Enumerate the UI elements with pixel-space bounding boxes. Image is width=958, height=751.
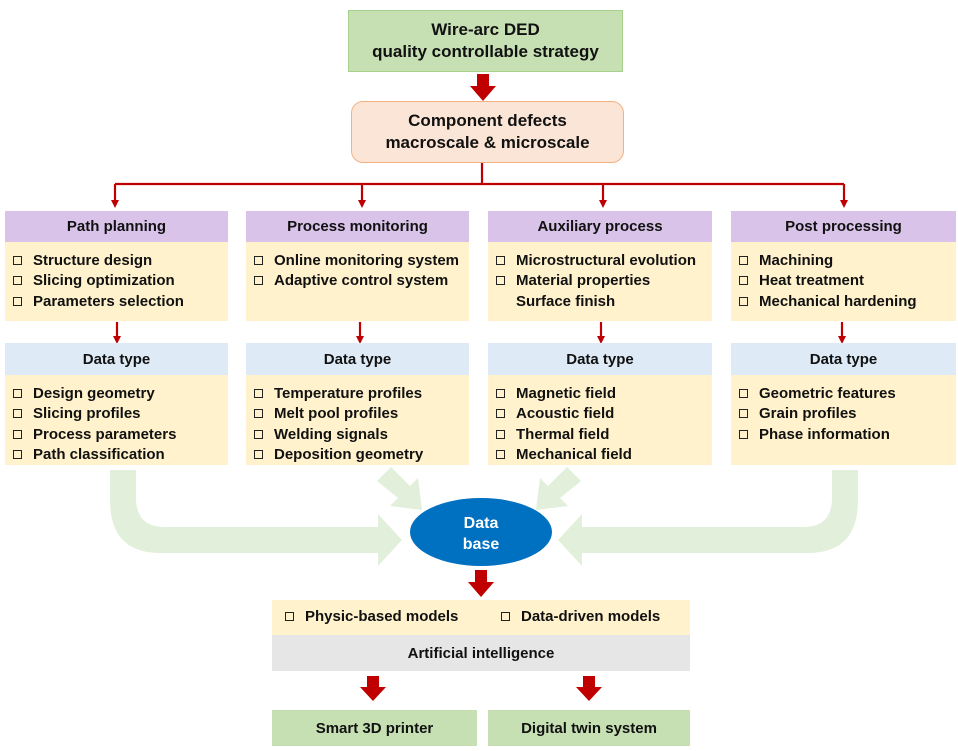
database-ellipse xyxy=(410,498,552,566)
checkbox-icon xyxy=(254,388,263,398)
data-driven-models-item: Data-driven models xyxy=(501,608,660,625)
green-arrow-left xyxy=(110,470,402,566)
category-path-planning: Path planning xyxy=(5,211,228,242)
list-item: Parameters selection xyxy=(13,291,228,312)
checkbox-icon xyxy=(13,255,22,265)
list-item: Grain profiles xyxy=(739,404,956,425)
checkbox-icon xyxy=(13,388,22,398)
checkbox-icon xyxy=(739,388,748,398)
checkbox-icon xyxy=(285,612,294,621)
list-item: Mechanical hardening xyxy=(739,291,956,312)
defects-line1: Component defects xyxy=(408,111,567,130)
red-arrow-title-to-defects xyxy=(470,74,496,101)
checkbox-icon xyxy=(496,409,505,419)
checkbox-icon xyxy=(254,276,263,286)
checkbox-icon xyxy=(739,255,748,265)
checkbox-icon xyxy=(496,429,505,439)
checkbox-icon xyxy=(501,612,510,621)
list-item: Process parameters xyxy=(13,424,228,445)
list-item: Temperature profiles xyxy=(254,383,469,404)
checkbox-icon xyxy=(739,429,748,439)
red-arrow-to-printer xyxy=(360,676,386,701)
data-type-header-auxiliary-process: Data type xyxy=(488,343,712,375)
checkbox-icon xyxy=(13,429,22,439)
red-arrow-to-twin xyxy=(576,676,602,701)
checkbox-icon xyxy=(254,409,263,419)
checkbox-icon xyxy=(496,450,505,460)
checkbox-icon xyxy=(739,276,748,286)
checkbox-icon xyxy=(496,255,505,265)
digital-twin-box: Digital twin system xyxy=(488,710,690,746)
database-label-line2: base xyxy=(463,536,500,553)
red-arrow-database-to-models xyxy=(468,570,494,597)
checkbox-icon xyxy=(254,429,263,439)
title-line2: quality controllable strategy xyxy=(372,42,599,61)
category-process-monitoring: Process monitoring xyxy=(246,211,469,242)
list-item: Machining xyxy=(739,250,956,271)
title-line1: Wire-arc DED xyxy=(431,20,540,39)
models-box: Physic-based models Data-driven models xyxy=(272,600,690,635)
category-auxiliary-process: Auxiliary process xyxy=(488,211,712,242)
title-box: Wire-arc DED quality controllable strate… xyxy=(348,10,623,72)
green-flow-arrows xyxy=(110,467,858,566)
green-arrow-right xyxy=(558,470,858,566)
process-monitoring-data-items: Temperature profiles Melt pool profiles … xyxy=(246,375,469,465)
data-type-header-process-monitoring: Data type xyxy=(246,343,469,375)
defects-line2: macroscale & microscale xyxy=(385,133,590,152)
list-item: Adaptive control system xyxy=(254,271,469,292)
list-item: Acoustic field xyxy=(496,404,712,425)
list-item: Heat treatment xyxy=(739,271,956,292)
checkbox-icon xyxy=(254,255,263,265)
green-arrow-auxiliary xyxy=(536,467,581,510)
auxiliary-process-data-items: Magnetic field Acoustic field Thermal fi… xyxy=(488,375,712,465)
list-item: Path classification xyxy=(13,445,228,466)
defects-box: Component defects macroscale & microscal… xyxy=(351,101,624,163)
checkbox-icon xyxy=(739,296,748,306)
list-item: Mechanical field xyxy=(496,445,712,466)
post-processing-data-items: Geometric features Grain profiles Phase … xyxy=(731,375,956,465)
data-type-header-path-planning: Data type xyxy=(5,343,228,375)
list-item: Welding signals xyxy=(254,424,469,445)
checkbox-icon xyxy=(496,276,505,286)
list-item: Thermal field xyxy=(496,424,712,445)
list-item: Deposition geometry xyxy=(254,445,469,466)
smart-3d-printer-box: Smart 3D printer xyxy=(272,710,477,746)
auxiliary-process-items: Microstructural evolution Material prope… xyxy=(488,242,712,321)
checkbox-icon xyxy=(739,409,748,419)
process-monitoring-items: Online monitoring system Adaptive contro… xyxy=(246,242,469,321)
ai-box: Artificial intelligence xyxy=(272,635,690,671)
checkbox-icon xyxy=(13,450,22,460)
list-item: Surface finish xyxy=(516,292,616,310)
checkbox-icon xyxy=(496,388,505,398)
list-item: Phase information xyxy=(739,424,956,445)
list-item: Material properties xyxy=(496,271,712,292)
list-item: Design geometry xyxy=(13,383,228,404)
category-post-processing: Post processing xyxy=(731,211,956,242)
post-processing-items: Machining Heat treatment Mechanical hard… xyxy=(731,242,956,321)
list-item: Melt pool profiles xyxy=(254,404,469,425)
green-arrow-monitoring xyxy=(377,467,422,510)
list-item: Structure design xyxy=(13,250,228,271)
category-to-datatype-arrows xyxy=(113,322,846,344)
checkbox-icon xyxy=(13,296,22,306)
list-item: Geometric features xyxy=(739,383,956,404)
checkbox-icon xyxy=(254,450,263,460)
database-label-line1: Data xyxy=(464,515,499,532)
list-item: Slicing optimization xyxy=(13,271,228,292)
checkbox-icon xyxy=(13,409,22,419)
physics-models-item: Physic-based models xyxy=(285,608,458,625)
checkbox-icon xyxy=(13,276,22,286)
list-item: Slicing profiles xyxy=(13,404,228,425)
branch-connector xyxy=(111,163,848,208)
list-item: Online monitoring system xyxy=(254,250,469,271)
list-item: Magnetic field xyxy=(496,383,712,404)
path-planning-items: Structure design Slicing optimization Pa… xyxy=(5,242,228,321)
path-planning-data-items: Design geometry Slicing profiles Process… xyxy=(5,375,228,465)
data-type-header-post-processing: Data type xyxy=(731,343,956,375)
list-item: Microstructural evolution xyxy=(496,250,712,271)
